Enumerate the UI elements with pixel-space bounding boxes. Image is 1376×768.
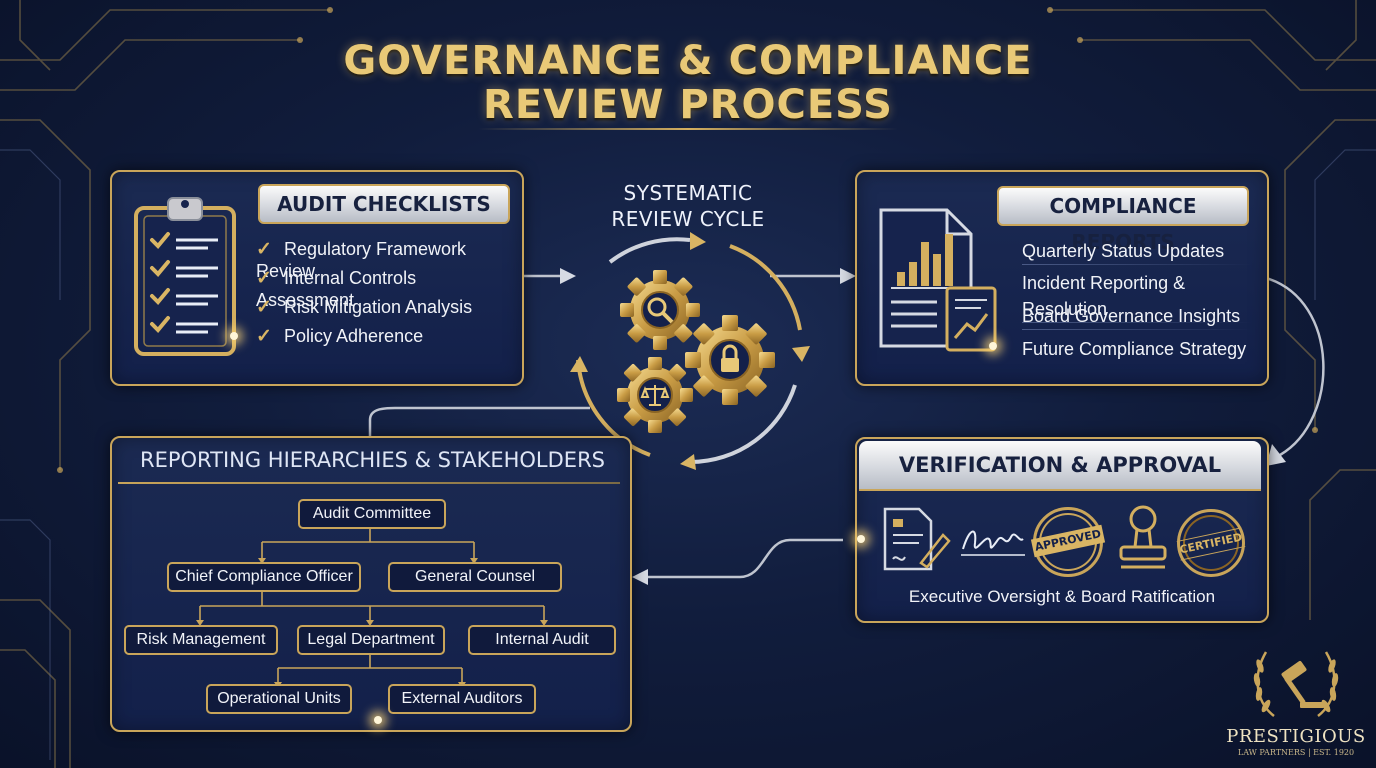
item-label: Risk Mitigation Analysis [284,297,473,317]
sparkle [989,342,997,350]
list-item: Board Governance Insights [1022,303,1252,336]
list-item: Quarterly Status Updates [1022,238,1252,270]
org-node-internal-audit: Internal Audit [468,625,616,655]
check-icon: ✓ [256,297,272,318]
org-node-legal-department: Legal Department [297,625,445,655]
signature-icon [961,530,1025,556]
certified-stamp-text: CERTIFIED [1176,527,1246,561]
clipboard-icon [134,197,236,356]
list-item: ✓ Policy Adherence [256,325,512,354]
gear-scales-icon [617,357,693,433]
sparkle [374,716,382,724]
org-node-audit-committee: Audit Committee [298,499,446,529]
divider [1022,329,1252,330]
check-icon: ✓ [256,268,272,289]
list-item: ✓Regulatory Framework Review [256,238,512,281]
verification-caption: Executive Oversight & Board Ratification [908,587,1216,606]
review-cycle-line-2: REVIEW CYCLE [611,207,765,231]
divider [1022,322,1252,323]
org-node-external-auditors: External Auditors [388,684,536,714]
check-icon: ✓ [256,239,272,260]
check-icon: ✓ [256,326,272,347]
item-label: Quarterly Status Updates [1022,241,1225,261]
gear-lock-icon [685,315,775,405]
compliance-reports-heading: COMPLIANCE REPORTS [997,186,1249,254]
laurel-gavel-icon [1253,651,1339,717]
brand-logo: PRESTIGIOUS LAW PARTNERS | EST. 1920 [1226,640,1366,760]
reporting-hierarchy-panel: REPORTING HIERARCHIES & STAKEHOLDERS Aud… [110,436,632,732]
review-cycle-title: SYSTEMATIC REVIEW CYCLE [588,180,788,232]
item-label: Incident Reporting & Resolution [1022,273,1186,319]
verification-panel: VERIFICATION & APPROVAL APPROVED CERTIFI… [855,437,1269,623]
org-node-operational-units: Operational Units [206,684,352,714]
divider [1022,264,1252,265]
list-item: Incident Reporting & Resolution [1022,270,1252,323]
org-node-chief-compliance-officer: Chief Compliance Officer [167,562,361,592]
title-divider [478,128,898,130]
item-label: Regulatory Framework Review [256,239,467,281]
signed-document-icon [883,507,951,571]
brand-tagline: LAW PARTNERS | EST. 1920 [1237,748,1355,757]
item-label: Policy Adherence [284,326,424,346]
list-item: ✓Internal Controls Assessment [256,267,512,310]
brand-name: PRESTIGIOUS [1226,726,1366,747]
org-node-general-counsel: General Counsel [388,562,562,592]
review-cycle-line-1: SYSTEMATIC [623,181,753,205]
reporting-hierarchy-heading: REPORTING HIERARCHIES & STAKEHOLDERS [140,448,605,472]
item-label: Future Compliance Strategy [1022,339,1247,359]
item-label: Internal Controls Assessment [256,268,417,310]
gear-magnifier-icon [620,270,700,350]
org-chart-connectors [196,527,548,688]
approved-stamp-text: APPROVED [1030,524,1106,558]
list-item: ✓ Risk Mitigation Analysis [256,296,512,325]
title-line-2: REVIEW PROCESS [483,82,893,128]
approved-seal: APPROVED [1030,507,1106,577]
verification-heading: VERIFICATION & APPROVAL [859,441,1261,491]
sparkle [230,332,238,340]
sparkle [857,535,865,543]
list-item: Future Compliance Strategy [1022,336,1252,366]
audit-checklists-heading: AUDIT CHECKLISTS [258,184,510,224]
title-line-1: GOVERNANCE & COMPLIANCE [343,38,1033,84]
certified-seal: CERTIFIED [1176,509,1246,577]
report-document-icon [879,208,997,352]
compliance-reports-panel: COMPLIANCE REPORTS Quarterly Status Upda… [855,170,1269,386]
audit-checklists-panel: AUDIT CHECKLISTS ✓Regulatory Framework R… [110,170,524,386]
compliance-report-items: Quarterly Status Updates Incident Report… [1022,238,1252,366]
heading-divider [118,482,620,484]
item-label: Board Governance Insights [1022,306,1241,326]
audit-checklist-items: ✓Regulatory Framework Review ✓Internal C… [256,238,512,354]
org-node-risk-management: Risk Management [124,625,278,655]
rubber-stamp-icon [1119,505,1167,569]
